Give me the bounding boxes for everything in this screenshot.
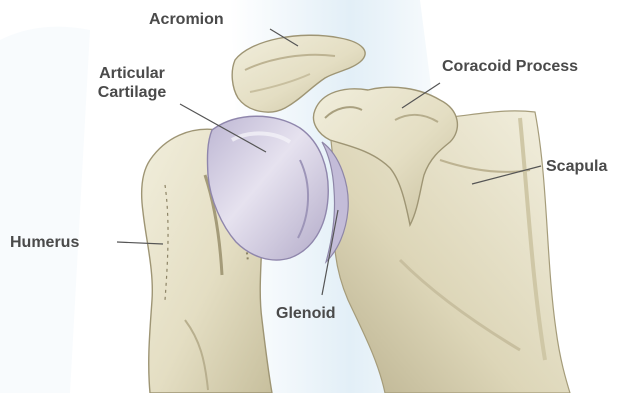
articular-cartilage-label-line1: Articular: [86, 64, 178, 83]
glenoid-label: Glenoid: [276, 304, 336, 323]
articular-cartilage-label: Articular Cartilage: [86, 64, 178, 102]
acromion-label: Acromion: [149, 10, 224, 29]
scapula-label: Scapula: [546, 157, 607, 176]
humerus-label: Humerus: [10, 233, 79, 252]
articular-cartilage-label-line2: Cartilage: [86, 83, 178, 102]
coracoid-process-label: Coracoid Process: [442, 57, 578, 76]
